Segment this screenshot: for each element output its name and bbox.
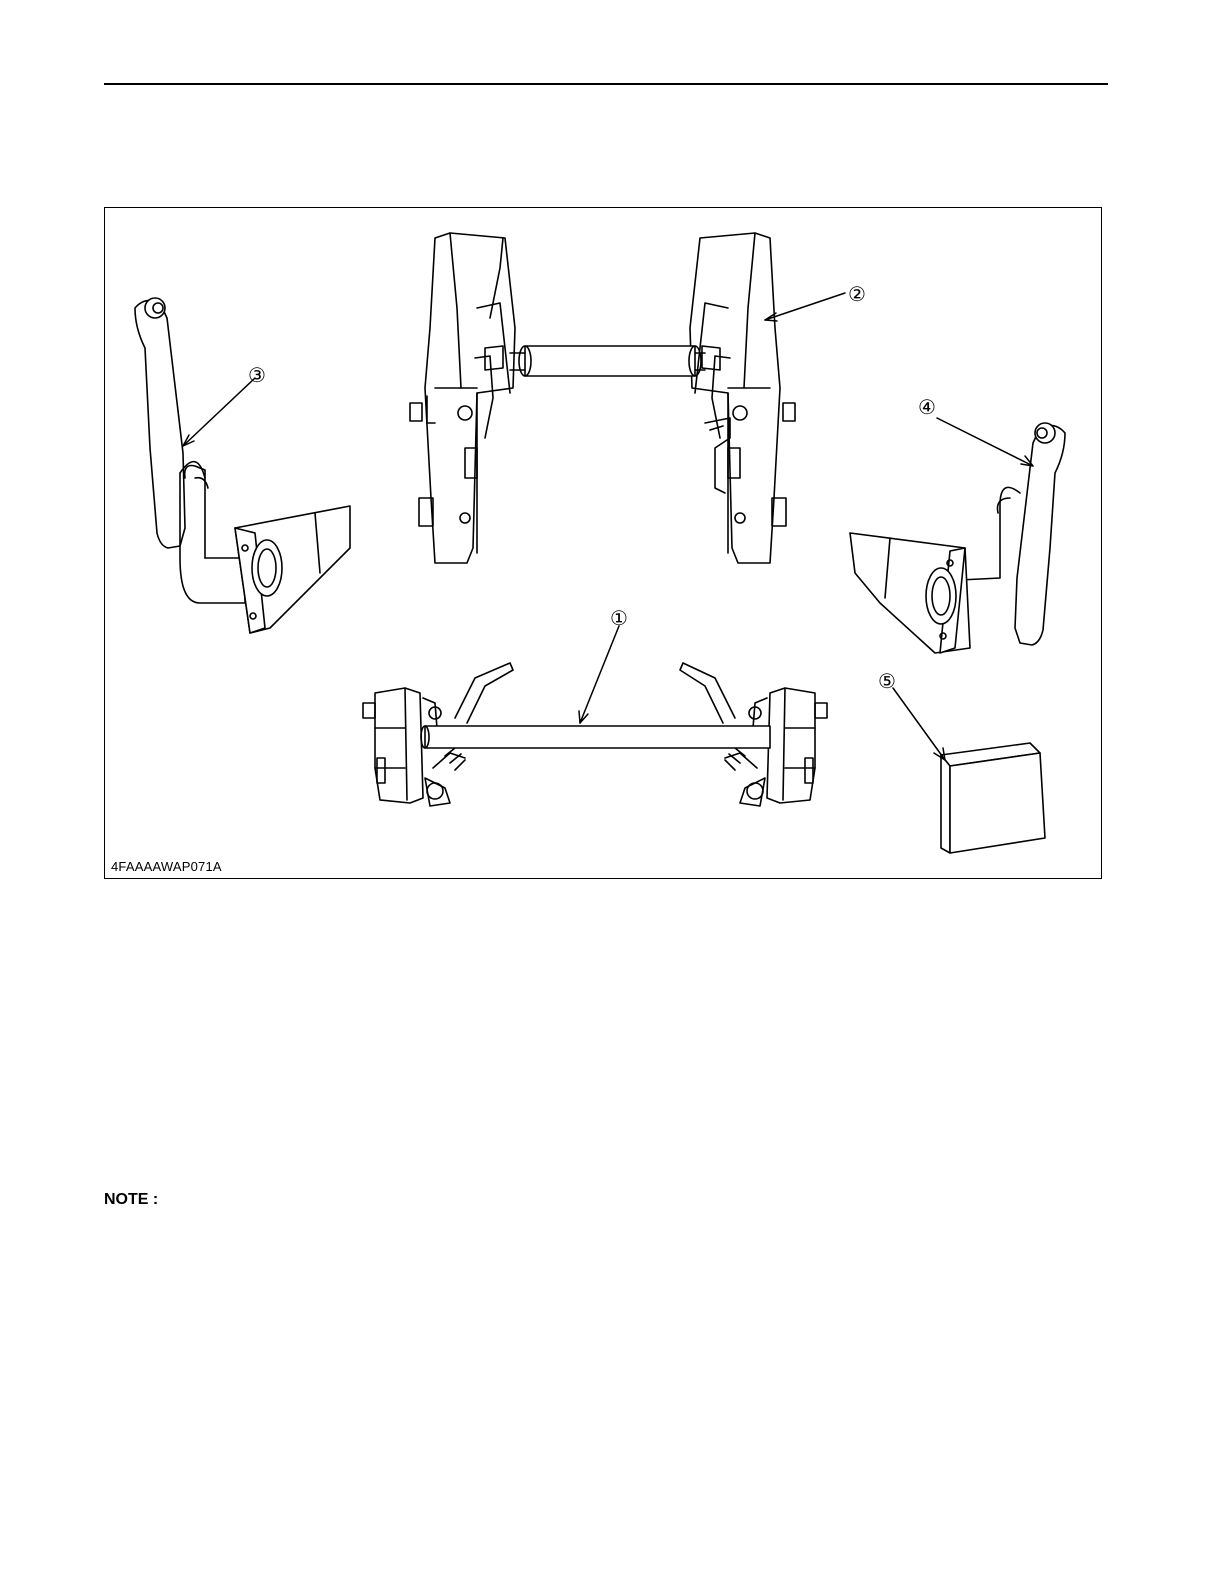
header-rule (104, 83, 1108, 85)
parts-illustration: ① ② ③ ④ ⑤ (105, 208, 1101, 878)
figure-code: 4FAAAAWAP071A (111, 859, 222, 874)
note-label: NOTE : (104, 1191, 158, 1209)
left-bracket-drawing (135, 298, 350, 633)
callout-1: ① (610, 606, 628, 630)
callout-labels: ① ② ③ ④ ⑤ (248, 282, 936, 693)
main-frame-drawing (410, 233, 795, 563)
callout-4: ④ (918, 395, 936, 419)
callout-2: ② (848, 282, 866, 306)
parts-figure: ① ② ③ ④ ⑤ 4FAAAAWAP071A (104, 207, 1102, 879)
callout-3: ③ (248, 363, 266, 387)
box-drawing (941, 743, 1045, 853)
callout-5: ⑤ (878, 669, 896, 693)
right-bracket-drawing (850, 423, 1065, 653)
